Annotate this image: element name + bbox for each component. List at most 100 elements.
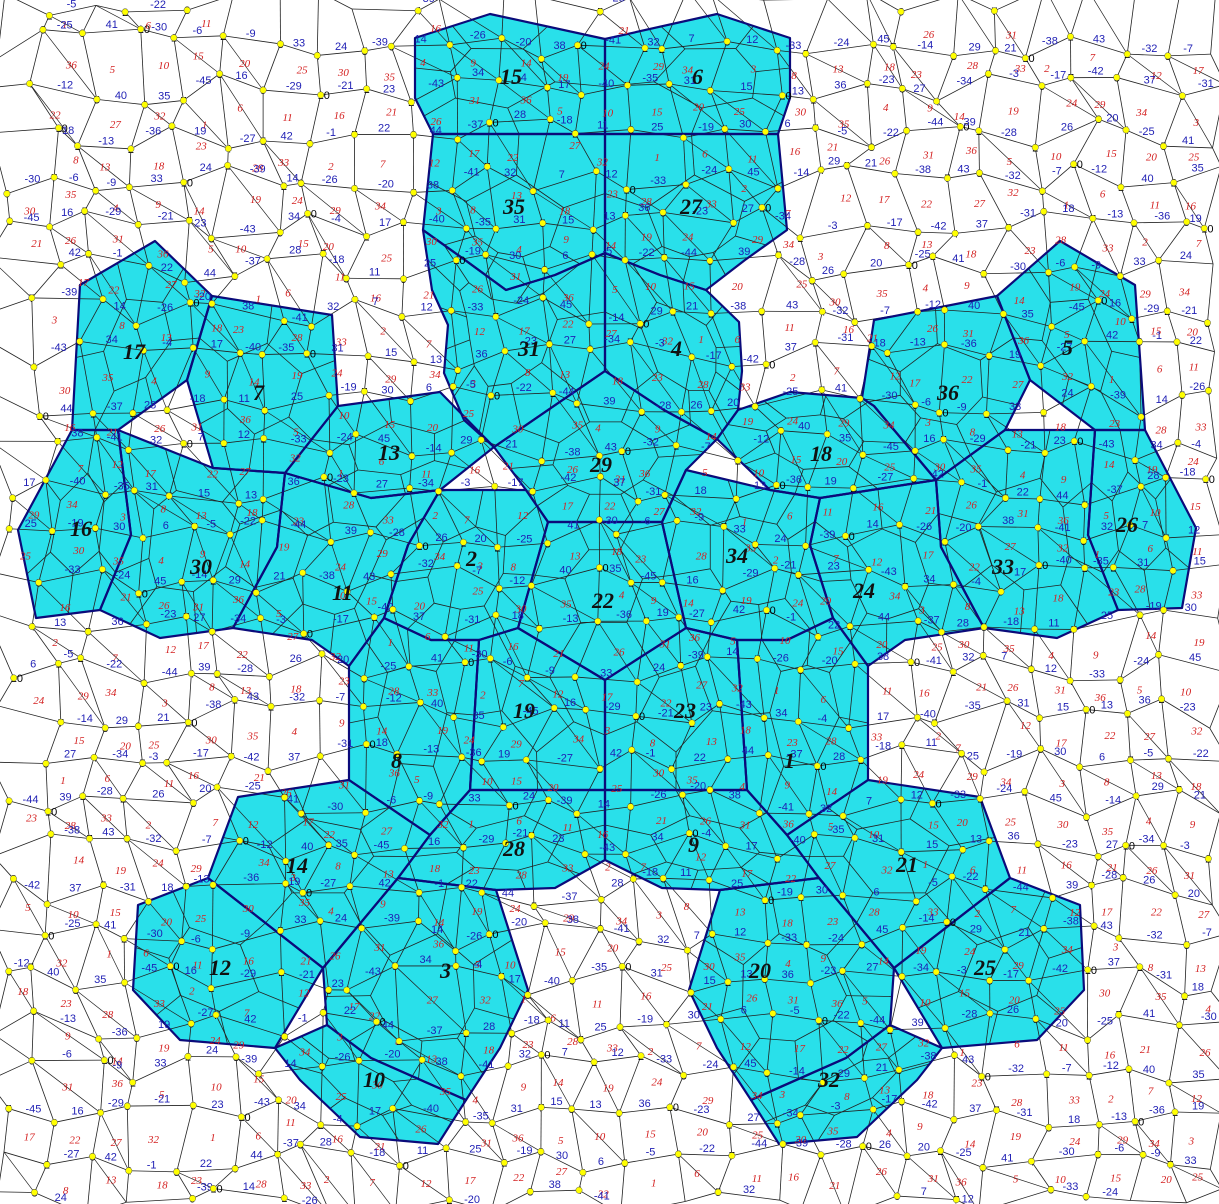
vertex-dot bbox=[795, 572, 801, 578]
face-label: 21 bbox=[829, 1180, 840, 1192]
face-label: 6 bbox=[237, 102, 243, 114]
edge-label: 22 bbox=[161, 262, 173, 274]
vertex-dot bbox=[629, 747, 635, 753]
face-label: 29 bbox=[233, 1039, 245, 1051]
face-label: 26 bbox=[613, 647, 625, 659]
vertex-dot bbox=[1022, 55, 1028, 61]
edge-label: 24 bbox=[200, 162, 212, 174]
vertex-dot bbox=[638, 409, 644, 415]
vertex-dot bbox=[628, 126, 634, 132]
edge-label: 39 bbox=[738, 246, 750, 258]
edge-label: -17 bbox=[508, 477, 524, 489]
edge-label: 22 bbox=[466, 878, 478, 890]
edge-label: 7 bbox=[866, 796, 872, 808]
edge-label: 22 bbox=[378, 123, 390, 135]
face-label: 31 bbox=[922, 149, 934, 161]
edge-label: 20 bbox=[1106, 113, 1118, 125]
face-label: 9 bbox=[785, 780, 791, 792]
face-label: 3 bbox=[924, 417, 931, 429]
vertex-dot bbox=[496, 585, 502, 591]
face-label: 17 bbox=[878, 194, 890, 206]
edge-label: -39 bbox=[241, 1053, 257, 1065]
edge-label: 33 bbox=[468, 793, 480, 805]
edge-label: 38 bbox=[71, 427, 83, 439]
edge-label: 15 bbox=[1194, 555, 1206, 567]
edge-label: 14 bbox=[867, 518, 879, 530]
face-label: 21 bbox=[702, 1001, 713, 1013]
edge-label: -33 bbox=[650, 175, 666, 187]
face-label: 3 bbox=[655, 910, 662, 922]
edge-label: -34 bbox=[1139, 833, 1155, 845]
edge-label: -5 bbox=[928, 877, 938, 889]
vertex-dot bbox=[260, 87, 266, 93]
face-label: 30 bbox=[425, 236, 438, 248]
edge-label: -45 bbox=[883, 441, 899, 453]
edge-label: 36 bbox=[111, 616, 123, 628]
edge-label: 26 bbox=[290, 653, 302, 665]
edge-label: 28 bbox=[1147, 470, 1159, 482]
edge-label: -27 bbox=[240, 133, 256, 145]
vertex-dot bbox=[362, 48, 368, 54]
vertex-dot bbox=[547, 116, 553, 122]
vertex-dot bbox=[224, 162, 230, 168]
edge-label: -45 bbox=[374, 840, 390, 852]
face-label: 5 bbox=[702, 467, 708, 479]
edge-label: -45 bbox=[26, 1104, 42, 1116]
face-label: 20 bbox=[876, 639, 888, 651]
face-label: 32 bbox=[479, 995, 492, 1007]
vertex-dot bbox=[597, 8, 603, 14]
face-label: 1 bbox=[106, 948, 112, 960]
edge-label: -30 bbox=[1201, 1011, 1217, 1023]
vertex-dot bbox=[1201, 225, 1207, 231]
face-label: 22 bbox=[961, 374, 973, 386]
face-label: 28 bbox=[102, 1009, 114, 1021]
edge-label: -29 bbox=[240, 968, 256, 980]
vertex-dot bbox=[493, 226, 499, 232]
vertex-dot bbox=[236, 500, 242, 506]
face-label: 19 bbox=[158, 1042, 170, 1054]
vertex-dot bbox=[131, 487, 137, 493]
edge-label: 28 bbox=[289, 244, 301, 256]
edge-label: 30 bbox=[688, 1010, 700, 1022]
face-label: 10 bbox=[1050, 151, 1062, 163]
face-label: 2 bbox=[1044, 63, 1050, 75]
face-label: 22 bbox=[507, 152, 518, 164]
face-label: 19 bbox=[292, 370, 304, 382]
vertex-dot bbox=[128, 146, 134, 152]
vertex-dot bbox=[930, 253, 936, 259]
vertex-dot bbox=[1204, 320, 1210, 326]
face-label: 12 bbox=[420, 1178, 432, 1190]
vertex-dot bbox=[54, 438, 60, 444]
vertex-dot bbox=[587, 346, 593, 352]
edge-label: 12 bbox=[421, 302, 433, 314]
face-label: 19 bbox=[1194, 637, 1206, 649]
edge-label: -14 bbox=[77, 713, 93, 725]
edge-label: -17 bbox=[1050, 70, 1066, 82]
face-label: 14 bbox=[521, 58, 533, 70]
vertex-dot bbox=[1114, 74, 1120, 80]
edge-label: 36 bbox=[1007, 831, 1019, 843]
face-label: 12 bbox=[247, 819, 259, 831]
edge-label: -34 bbox=[604, 334, 620, 346]
face-label: 6 bbox=[255, 1131, 261, 1143]
face-label: 32 bbox=[1056, 543, 1069, 555]
face-label: 22 bbox=[69, 1134, 81, 1146]
face-label: 15 bbox=[1190, 501, 1202, 513]
edge-label: 25 bbox=[25, 518, 37, 530]
vertex-dot bbox=[51, 174, 57, 180]
face-label: 23 bbox=[1025, 245, 1037, 257]
edge-label: 24 bbox=[523, 791, 535, 803]
face-label: 3 bbox=[604, 725, 611, 737]
vertex-dot bbox=[1042, 450, 1048, 456]
vertex-dot bbox=[622, 212, 628, 218]
face-label: 25 bbox=[611, 783, 623, 795]
face-label: 7 bbox=[1090, 52, 1096, 64]
edge-label: -30 bbox=[602, 515, 618, 527]
face-label: 8 bbox=[791, 70, 797, 82]
edge-label: 19 bbox=[825, 476, 837, 488]
face-label: 20 bbox=[732, 281, 744, 293]
edge-label: 37 bbox=[1108, 956, 1120, 968]
vertex-dot bbox=[343, 275, 349, 281]
vertex-dot bbox=[1155, 257, 1161, 263]
edge-label: -4 bbox=[817, 713, 827, 725]
